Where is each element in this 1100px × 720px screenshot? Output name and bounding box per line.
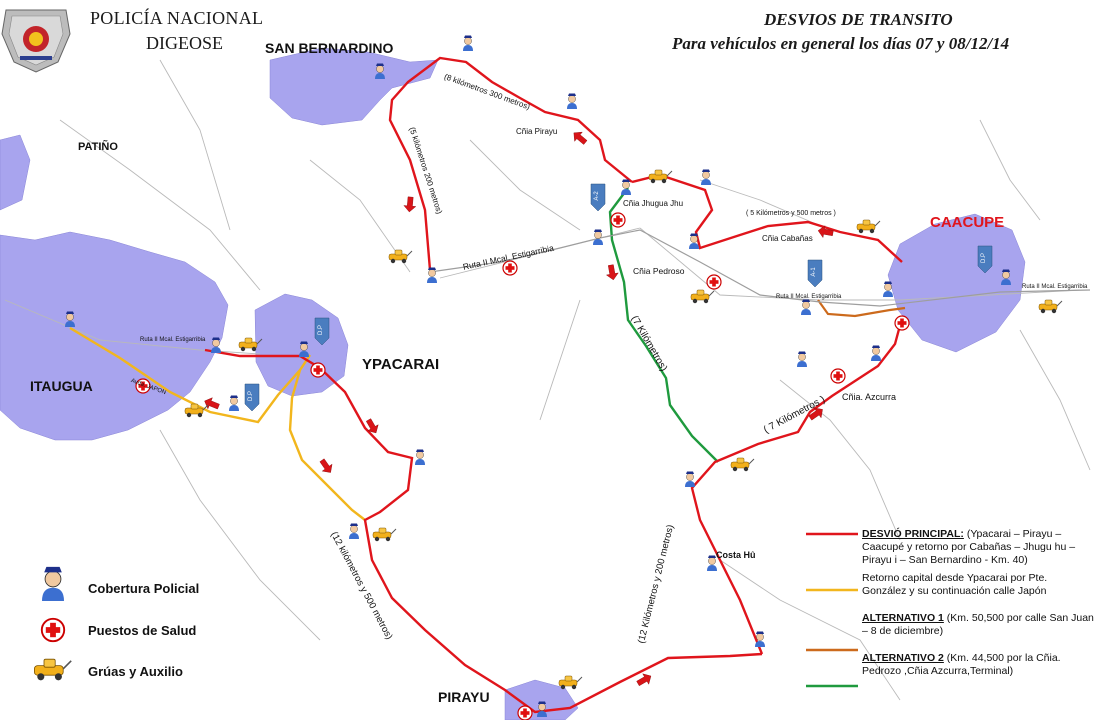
sign-label: A-1 [811,267,817,277]
distance-5km-500: ( 5 Kilómetros y 500 metros ) [746,210,836,217]
legend-principal-title: DESVIÓ PRINCIPAL: [862,528,964,540]
tow-truck-icon [372,527,397,542]
label-ypacarai: YPACARAI [362,356,440,373]
legend-principal-text: (Ypacarai – Pirayu – Caacupé y retorno p… [862,528,1076,566]
label-ruta-mcal-3: Ruta II Mcal. Estigarribia [776,294,842,300]
sign-label: A-2 [594,191,600,201]
sign-label: D.P [248,391,254,401]
police-logo [1,9,71,73]
tow-truck-icon [730,457,755,472]
key-tow: Grúas y Auxilio [88,664,183,679]
label-ruta-mcal-4: Ruta II Mcal. Estigarribia [1022,284,1088,290]
police-icon [566,93,578,110]
police-icon [348,523,360,540]
tow-truck-icon [388,249,413,264]
health-cross-icon [610,212,626,228]
legend-retorno: Retorno capital desde Ypacarai por Pte. … [862,572,1048,597]
health-cross-icon [40,617,66,643]
police-icon [40,565,66,603]
minor-roads [4,59,1091,701]
urban-patino [0,134,31,211]
police-icon [684,471,696,488]
police-icon [700,169,712,186]
map-title: DESVIOS DE TRANSITO [764,10,953,29]
arrow-icon [604,263,620,282]
health-cross-icon [894,315,910,331]
police-icon [870,345,882,362]
route-alternativo-2 [608,187,719,463]
legend-alt2-text: (Km. 44,500 por la Cñia. Pedrozo ,Cñia A… [862,652,1061,677]
tow-truck-icon [856,219,881,234]
health-cross-icon [830,368,846,384]
sign-label: D.P [318,325,324,335]
label-cnia-jhugua: Cñia Jhugua Jhu [623,199,684,208]
police-icon [426,267,438,284]
legend-alternativo-1: ALTERNATIVO 1 (Km. 50,500 por calle San … [862,612,1094,638]
route-principal [204,56,904,714]
label-cnia-pirayu: Cñia Pirayu [516,127,558,136]
sign-label: D.P [981,253,987,263]
key-icons [33,565,72,682]
label-pirayu: PIRAYU [438,689,490,705]
legend-alt2-title: ALTERNATIVO 2 [862,652,944,664]
police-icon [882,281,894,298]
health-posts [135,212,910,720]
police-icon [414,449,426,466]
sign-posts: D.P D.P D.P A-2 A-1 [244,183,993,412]
health-cross-icon [502,260,518,276]
legend-alternativo-2: ALTERNATIVO 2 (Km. 44,500 por la Cñia. P… [862,652,1094,678]
legend-principal: DESVIÓ PRINCIPAL: (Ypacarai – Pirayu – C… [862,528,1094,567]
label-cnia-azcurra: Cñia. Azcurra [842,392,897,402]
route-retorno [69,326,366,521]
tow-truck-icon [690,289,715,304]
health-cross-icon [706,274,722,290]
urban-san-bernardino [269,47,439,126]
key-health: Puestos de Salud [88,623,197,638]
org-name: POLICÍA NACIONAL [90,8,264,28]
label-costa-hu: Costa Hû [716,550,756,560]
health-cross-icon [310,362,326,378]
police-icon [620,179,632,196]
health-cross-icon [517,705,533,720]
legend-alt1-text: (Km. 50,500 por calle San Juan – 8 de di… [862,612,1094,637]
police-icon [796,351,808,368]
legend-alt1-title: ALTERNATIVO 1 [862,612,944,624]
arrow-icon [316,456,336,477]
police-icon [800,299,812,316]
police-icon [462,35,474,52]
arrow-icon [363,416,382,437]
arrow-icon [569,128,590,148]
label-cnia-pedroso: Cñia Pedroso [633,266,685,276]
police-icon [228,395,240,412]
label-ruta-mcal-2: Ruta II Mcal. Estigarribia [140,337,206,343]
tow-truck-icon [558,675,583,690]
label-san-bernardino: SAN BERNARDINO [265,40,394,56]
tow-truck-icon [33,658,72,682]
highway-ruta-2 [429,229,1091,307]
tow-truck-icon [1038,299,1063,314]
route-alternativo-1 [817,299,906,318]
legend-swatches [806,532,858,688]
direction-arrows [202,128,835,689]
label-caacupe: CAACUPE [930,214,1005,231]
org-unit: DIGEOSE [146,33,223,53]
label-cnia-cabanas: Cñia Cabañas [762,234,813,243]
label-itaugua: ITAUGUA [30,378,93,394]
label-patino: PATIÑO [78,141,118,153]
key-police: Cobertura Policial [88,581,200,596]
arrow-icon [403,196,417,213]
map-subtitle: Para vehículos en general los días 07 y … [672,34,1010,53]
